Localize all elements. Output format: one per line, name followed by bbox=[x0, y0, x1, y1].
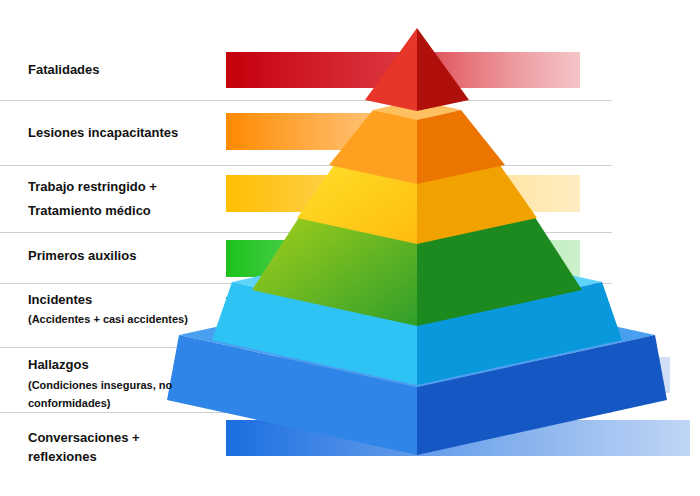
level-sublabel: (Accidentes + casi accidentes) bbox=[28, 312, 188, 327]
pyramid-layer-orange bbox=[329, 100, 505, 184]
pyramid-level: Primeros auxilios bbox=[28, 247, 137, 264]
layer-left bbox=[365, 28, 417, 111]
level-label: Primeros auxilios bbox=[28, 247, 137, 264]
pyramid-level: Conversaciones + reflexiones bbox=[28, 428, 153, 466]
layer-left bbox=[329, 110, 417, 184]
pyramid-level: Trabajo restringido + Tratamiento médico bbox=[28, 175, 188, 223]
level-sublabel: (Condiciones inseguras, no conformidades… bbox=[28, 376, 193, 412]
level-label: Conversaciones + reflexiones bbox=[28, 428, 153, 466]
pyramid-level: Fatalidades bbox=[28, 61, 100, 78]
level-label: Hallazgos bbox=[28, 356, 193, 373]
level-label: Lesiones incapacitantes bbox=[28, 124, 179, 141]
level-label: Fatalidades bbox=[28, 61, 100, 78]
separator-line bbox=[0, 165, 612, 166]
pyramid-level: Incidentes (Accidentes + casi accidentes) bbox=[28, 291, 188, 327]
pyramid-layer-red bbox=[365, 28, 469, 111]
layer-right bbox=[417, 110, 505, 184]
pyramid-level: Hallazgos (Condiciones inseguras, no conf… bbox=[28, 356, 193, 412]
pyramid-level: Lesiones incapacitantes bbox=[28, 124, 179, 141]
separator-line bbox=[0, 100, 612, 101]
level-label: Incidentes bbox=[28, 291, 188, 308]
layer-right bbox=[417, 28, 469, 111]
level-label: Trabajo restringido + Tratamiento médico bbox=[28, 175, 188, 223]
